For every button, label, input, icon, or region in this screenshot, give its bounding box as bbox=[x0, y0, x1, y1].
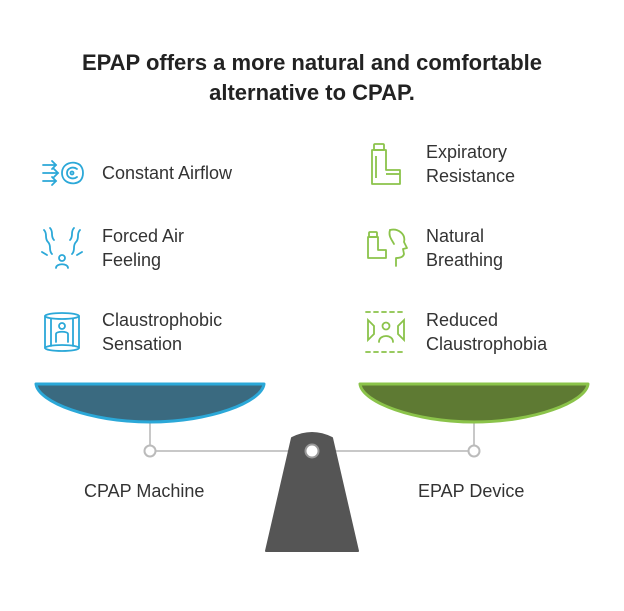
forced-air-icon bbox=[41, 227, 83, 269]
epap-item-label: Reduced Claustrophobia bbox=[426, 310, 548, 354]
cpap-machine-label: CPAP Machine bbox=[84, 481, 205, 501]
right-beam-joint bbox=[467, 444, 481, 458]
cpap-item-label: Constant Airflow bbox=[102, 163, 233, 183]
cpap-item-claustrophobic: Claustrophobic Sensation bbox=[40, 308, 222, 356]
epap-pan bbox=[358, 382, 590, 424]
left-beam-joint bbox=[143, 444, 157, 458]
breathing-icon bbox=[367, 228, 408, 267]
page-title: EPAP offers a more natural and comfortab… bbox=[0, 48, 624, 108]
epap-item-reduced-claustrophobia: Reduced Claustrophobia bbox=[364, 308, 547, 356]
reduced-claustrophobia-icon bbox=[365, 311, 405, 353]
epap-item-natural-breathing: Natural Breathing bbox=[364, 224, 503, 272]
title-line-2: alternative to CPAP. bbox=[209, 80, 415, 105]
inhaler-icon bbox=[371, 143, 401, 185]
scale-fulcrum bbox=[265, 432, 359, 552]
cpap-item-label: Claustrophobic Sensation bbox=[102, 310, 223, 354]
cpap-item-forced-air: Forced Air Feeling bbox=[40, 224, 184, 272]
fulcrum-pivot bbox=[304, 443, 320, 459]
epap-item-expiratory-resistance: Expiratory Resistance bbox=[364, 140, 515, 188]
epap-device-label: EPAP Device bbox=[418, 481, 525, 501]
epap-item-label: Natural Breathing bbox=[426, 226, 504, 270]
claustrophobic-icon bbox=[44, 312, 80, 352]
cpap-pan bbox=[34, 382, 266, 424]
airflow-icon bbox=[42, 160, 84, 186]
cpap-item-constant-airflow: Constant Airflow bbox=[40, 151, 232, 195]
cpap-item-label: Forced Air Feeling bbox=[102, 226, 185, 270]
epap-item-label: Expiratory Resistance bbox=[426, 142, 516, 186]
title-line-1: EPAP offers a more natural and comfortab… bbox=[81, 50, 543, 75]
